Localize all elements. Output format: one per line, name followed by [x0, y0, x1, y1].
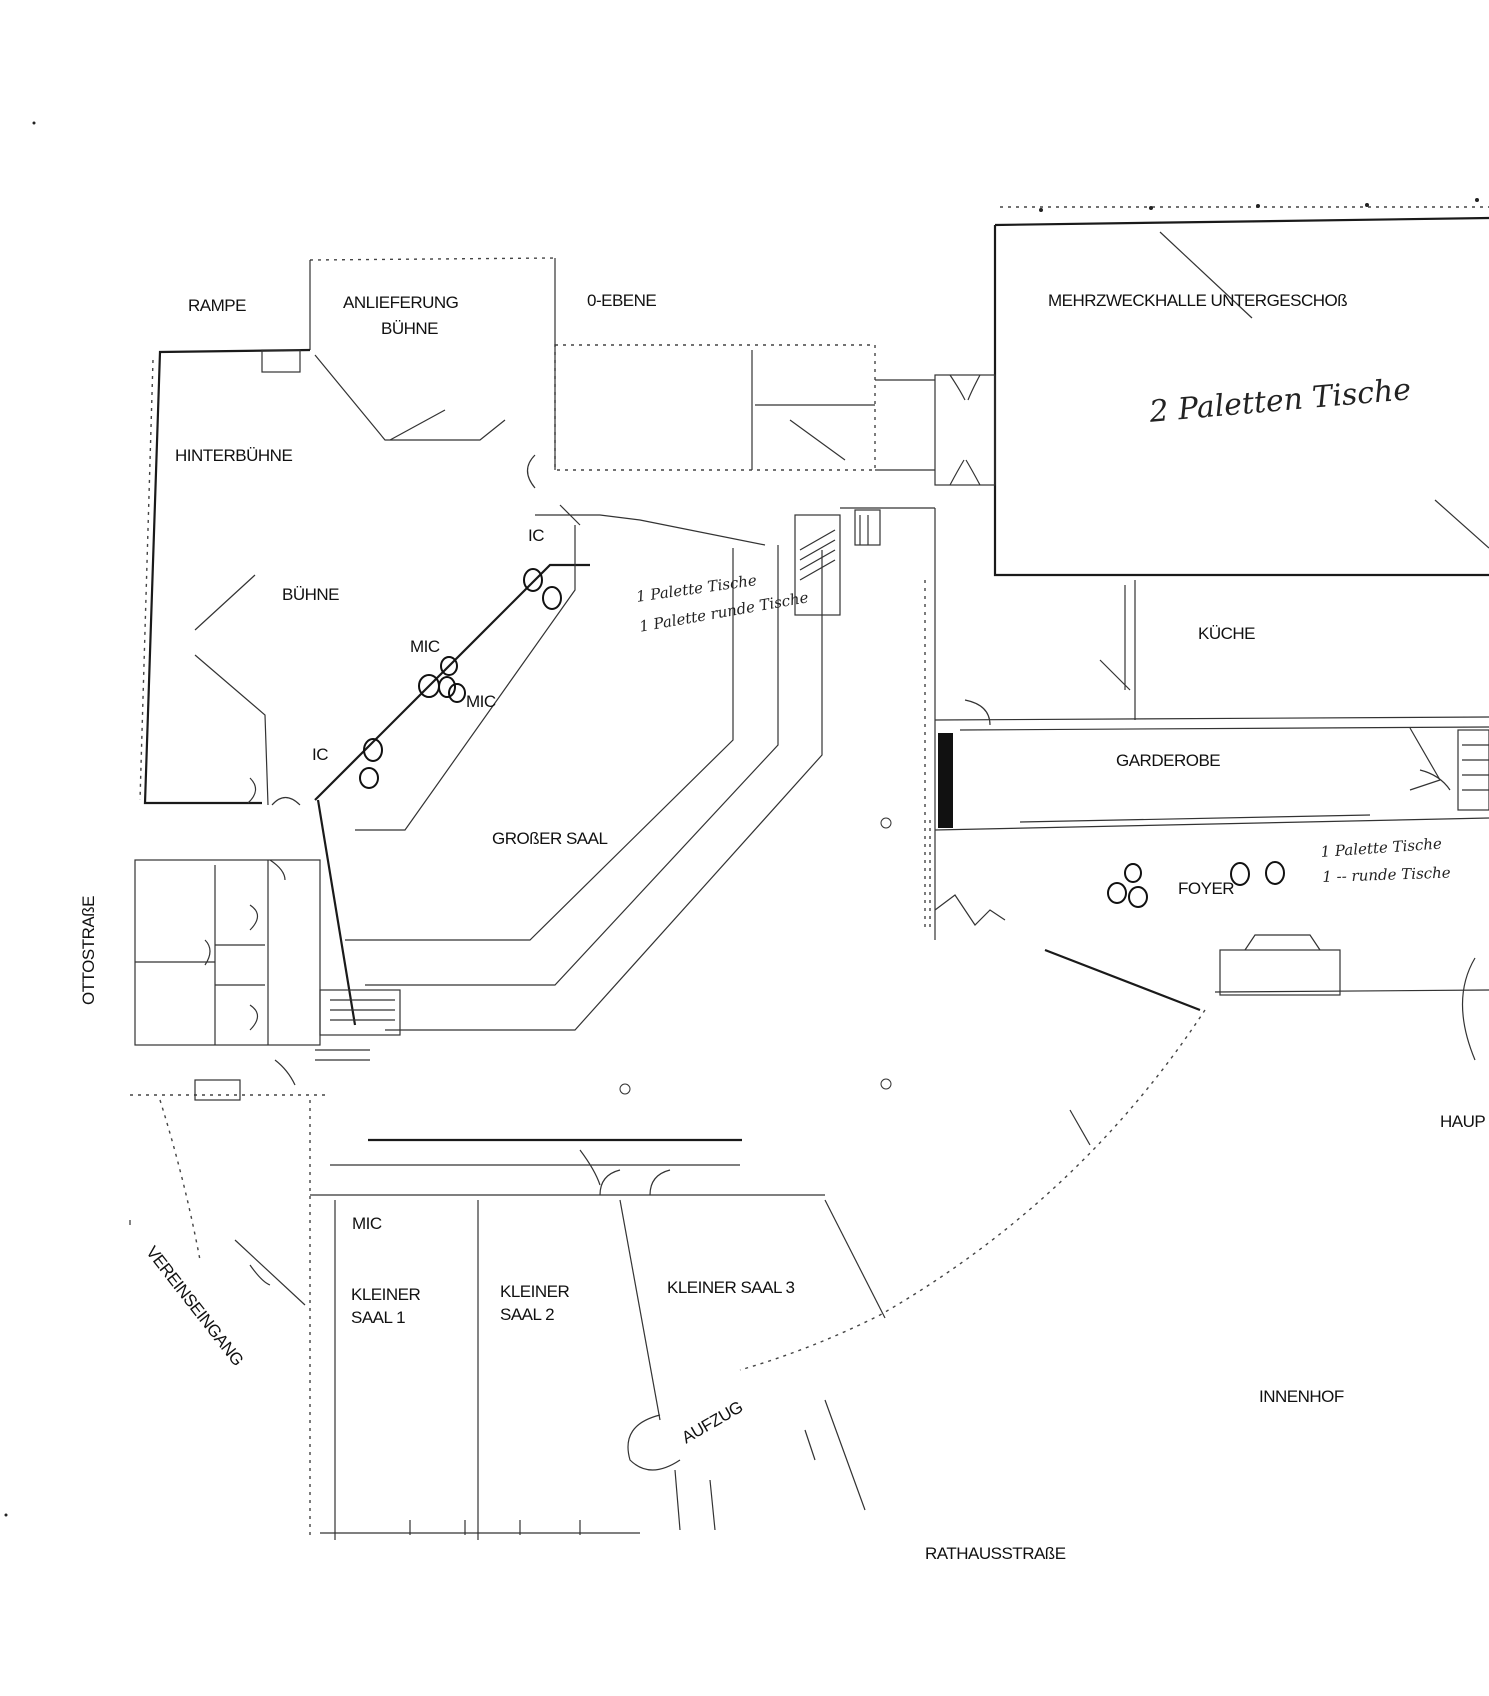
facade-arc [739, 1009, 1206, 1371]
kueche-garderobe [934, 580, 1489, 831]
grosser-saal-walls [316, 545, 823, 1031]
mic-symbols [359, 568, 1285, 908]
stage-front [314, 504, 766, 831]
room-label-mehrzweckhalle: MEHRZWECKHALLE UNTERGESCHOß [1048, 291, 1348, 310]
room-label-kleiner-saal-1: KLEINER [351, 1285, 421, 1304]
street-label-rathausstrasse: RATHAUSSTRAßE [925, 1544, 1066, 1563]
mic-marker-3: MIC [352, 1214, 382, 1233]
room-label-kleiner-saal-3: KLEINER SAAL 3 [667, 1278, 795, 1297]
room-label-kleiner-saal-2: KLEINER [500, 1282, 570, 1301]
room-label-anlieferung: ANLIEFERUNG [343, 293, 459, 312]
stairs-stage [794, 507, 936, 940]
room-label-grosser-saal: GROßER SAAL [492, 829, 608, 848]
foyer-walls [929, 820, 1489, 1061]
room-label-kleiner-saal-2-num: SAAL 2 [500, 1305, 555, 1324]
top-dotted-edge [1000, 198, 1489, 212]
room-label-haupt: HAUP [1440, 1112, 1486, 1131]
street-label-ottostrasse: OTTOSTRAßE [79, 896, 98, 1005]
room-label-kleiner-saal-1-num: SAAL 1 [351, 1308, 406, 1327]
room-label-innenhof: INNENHOF [1259, 1387, 1344, 1406]
room-label-o-ebene: 0-EBENE [587, 291, 657, 310]
stairs-lower [315, 989, 401, 1061]
room-label-buehne: BÜHNE [282, 585, 340, 604]
room-label-foyer: FOYER [1178, 879, 1235, 898]
room-label-hinterbuehne: HINTERBÜHNE [175, 446, 293, 465]
o-ebene-walls [554, 344, 935, 471]
room-label-kueche: KÜCHE [1198, 624, 1256, 643]
mehrzweckhalle-walls [993, 216, 1489, 577]
vereinseingang-walls [129, 1099, 306, 1306]
mic-marker-1: MIC [410, 637, 440, 656]
ic-marker-top: IC [528, 526, 545, 545]
room-label-rampe: RAMPE [188, 296, 246, 315]
anlieferung-walls [309, 257, 556, 489]
kleine-saele-walls [309, 1100, 886, 1540]
buehne-walls [139, 348, 311, 806]
mic-marker-2: MIC [466, 692, 496, 711]
ic-marker-bottom: IC [312, 745, 329, 764]
room-label-garderobe: GARDEROBE [1116, 751, 1221, 770]
left-rooms [130, 859, 330, 1101]
column-dots [4, 121, 892, 1517]
room-label-anlieferung-buehne: BÜHNE [381, 319, 439, 338]
double-doors-mehrzweck [934, 374, 996, 486]
